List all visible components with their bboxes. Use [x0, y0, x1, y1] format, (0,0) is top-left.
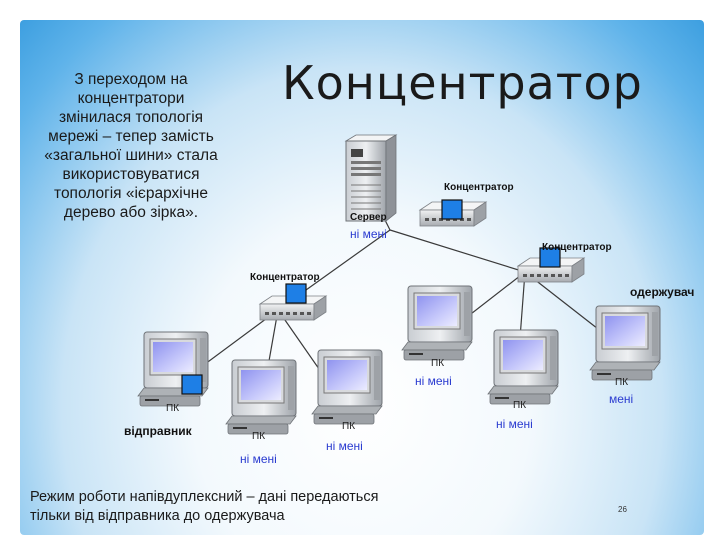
- pc-icon-2: [225, 359, 297, 435]
- page-number: 26: [618, 505, 627, 514]
- role-label-server: ні мені: [350, 227, 387, 241]
- intro-line: топологія «ієрархічне: [54, 185, 208, 202]
- cables: [169, 209, 626, 413]
- role-label-pc3: ні мені: [326, 439, 363, 453]
- network-diagram: [137, 134, 661, 435]
- intro-line: використовуватися: [62, 166, 200, 183]
- role-label-receiver-to-me: мені: [609, 392, 634, 406]
- server-icon: [344, 134, 398, 222]
- pc-icon-4: [401, 285, 473, 361]
- data-packet-markers: [181, 199, 561, 395]
- pc-icon-3: [311, 349, 383, 425]
- hub-label-left: Концентратор: [250, 272, 320, 283]
- server-label: Сервер: [350, 212, 387, 223]
- pc-label: ПК: [252, 431, 266, 442]
- pc-label: ПК: [431, 358, 445, 369]
- slide: Концентратор З переходом на концентратор…: [20, 20, 704, 535]
- pc-label: ПК: [513, 400, 527, 411]
- intro-text: З переходом на концентратори змінилася т…: [20, 70, 242, 222]
- role-label-pc5: ні мені: [496, 417, 533, 431]
- pc-label: ПК: [615, 377, 629, 388]
- role-label-receiver: одержувач: [630, 285, 695, 299]
- role-label-pc4: ні мені: [415, 374, 452, 388]
- intro-line: дерево або зірка».: [63, 204, 199, 221]
- pc-label: ПК: [166, 403, 180, 414]
- intro-line: З переходом на: [74, 71, 188, 88]
- intro-line: мережі – тепер замість: [48, 128, 214, 145]
- slide-title: Концентратор: [282, 56, 643, 110]
- role-label-sender: відправник: [124, 424, 192, 438]
- hub-label-top: Концентратор: [444, 182, 514, 193]
- pc-label: ПК: [342, 421, 356, 432]
- intro-line: концентратори: [77, 90, 185, 107]
- intro-line: «загальної шини» стала: [44, 147, 218, 164]
- footer-text: Режим роботи напівдуплексний – дані пере…: [30, 488, 450, 526]
- role-label-pc2: ні мені: [240, 452, 277, 466]
- footer-line: тільки від відправника до одержувача: [30, 508, 285, 524]
- pc-icon-receiver: [589, 305, 661, 381]
- footer-line: Режим роботи напівдуплексний – дані пере…: [30, 489, 379, 505]
- pc-icon-sender: [137, 331, 209, 407]
- hub-label-right: Концентратор: [542, 242, 612, 253]
- pc-icon-5: [487, 329, 559, 405]
- intro-line: змінилася топологія: [58, 109, 204, 126]
